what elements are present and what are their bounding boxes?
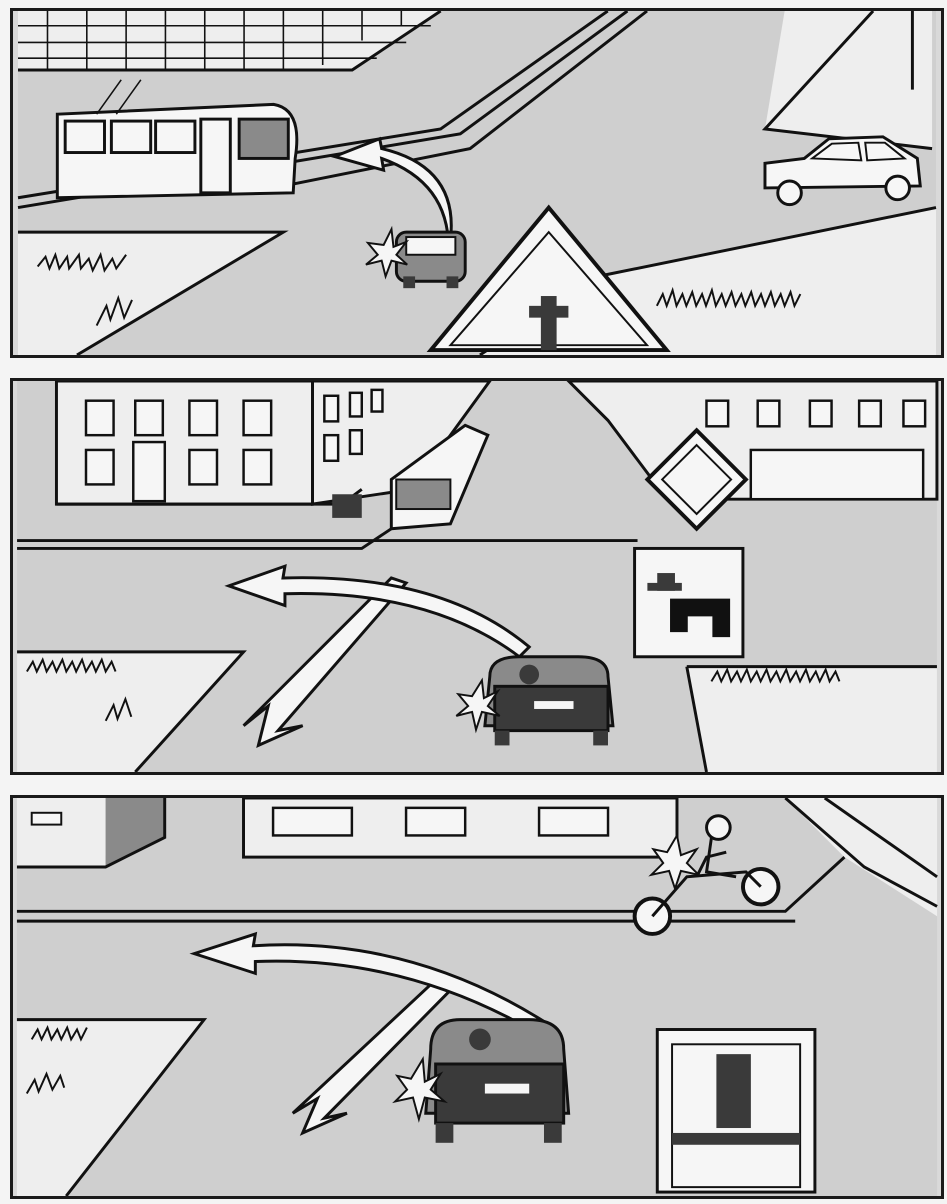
main-road-direction-sign xyxy=(633,546,745,659)
turn-signal-flash xyxy=(392,1055,448,1123)
headlight-flash xyxy=(648,832,702,892)
building-left-brick xyxy=(16,798,167,869)
scene-1-illustration xyxy=(17,11,937,355)
turn-arrow-long xyxy=(242,576,409,748)
car-turning-left xyxy=(483,655,615,746)
grass-left xyxy=(36,251,133,326)
oncoming-car xyxy=(763,135,922,207)
car-turning-left xyxy=(424,1018,571,1143)
grass-left xyxy=(25,1024,88,1095)
main-road-sign-diamond xyxy=(644,427,749,532)
turn-arrow-long xyxy=(291,973,458,1136)
cobblestone-wall xyxy=(18,11,442,72)
turn-signal-flash xyxy=(455,677,501,734)
scene-2-bus-intersection xyxy=(10,378,944,775)
scene-2-illustration xyxy=(17,381,939,772)
scene-3-motorcycle-intersection xyxy=(10,795,944,1199)
motorcycle xyxy=(632,814,781,936)
building-right xyxy=(566,381,939,501)
turn-arrow-cross xyxy=(189,931,552,1037)
grass-right xyxy=(655,286,802,309)
minor-road-junction-sign xyxy=(426,204,671,353)
building-right-corner xyxy=(784,798,938,917)
building-corner xyxy=(761,11,933,151)
car-turning-left xyxy=(394,230,467,289)
tram xyxy=(55,79,299,200)
turn-signal-flash xyxy=(365,225,410,280)
scene-3-illustration xyxy=(16,798,938,1196)
grass-right xyxy=(710,667,841,684)
grass-left xyxy=(26,657,133,722)
turn-arrow-cross xyxy=(224,563,532,659)
bus xyxy=(332,423,490,531)
t-junction-sign xyxy=(655,1028,817,1194)
scene-1-tram-intersection xyxy=(10,8,944,358)
turn-arrow xyxy=(329,136,453,254)
building-center xyxy=(242,798,679,859)
